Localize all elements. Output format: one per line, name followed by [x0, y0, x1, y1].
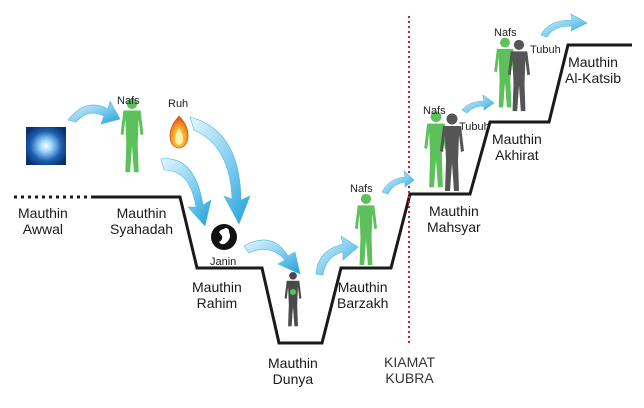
curved-arrow-icon — [243, 239, 301, 275]
green-figure-icon — [354, 193, 378, 266]
stage-syahadah: Mauthin Syahadah — [110, 205, 174, 237]
stage-akhirat: Mauthin Akhirat — [492, 131, 542, 163]
stage-katsib: Mauthin Al-Katsib — [565, 54, 622, 86]
stage-barzakh: Mauthin Barzakh — [337, 279, 389, 311]
green-figure-icon — [494, 37, 516, 108]
dark-figure-icon — [284, 271, 302, 327]
stage-rahim: Mauthin Rahim — [192, 279, 242, 311]
glowing-light-icon — [26, 127, 66, 165]
tubuh-label: Tubuh — [459, 121, 490, 133]
curved-arrow-icon — [461, 94, 495, 114]
flame-icon — [169, 115, 189, 149]
nafs-label: Nafs — [350, 183, 373, 195]
green-figure-icon — [424, 111, 448, 188]
ruh-label: Ruh — [168, 98, 189, 110]
nafs-label: Nafs — [423, 105, 446, 117]
green-figure-icon — [120, 98, 144, 173]
curved-arrow-icon — [67, 100, 121, 125]
curved-arrow-icon — [381, 170, 415, 195]
stage-awwal: Mauthin Awwal — [18, 205, 68, 237]
stage-dunya: Mauthin Dunya — [268, 355, 318, 387]
nafs-label: Nafs — [117, 95, 140, 107]
stage-mahsyar: Mauthin Mahsyar — [427, 203, 481, 235]
janin-label: Janin — [210, 256, 237, 268]
curved-arrow-icon — [160, 158, 212, 227]
curved-arrow-icon — [189, 116, 251, 225]
nafs-label: Nafs — [494, 27, 517, 39]
path-line — [92, 43, 632, 345]
inner-soul-glow — [290, 289, 296, 295]
tubuh-label: Tubuh — [530, 44, 561, 56]
curved-arrow-icon — [315, 235, 359, 276]
embryo-icon — [211, 224, 237, 250]
curved-arrow-icon — [540, 13, 588, 38]
kiamat-kubra-label: KIAMAT KUBRA — [384, 354, 436, 386]
